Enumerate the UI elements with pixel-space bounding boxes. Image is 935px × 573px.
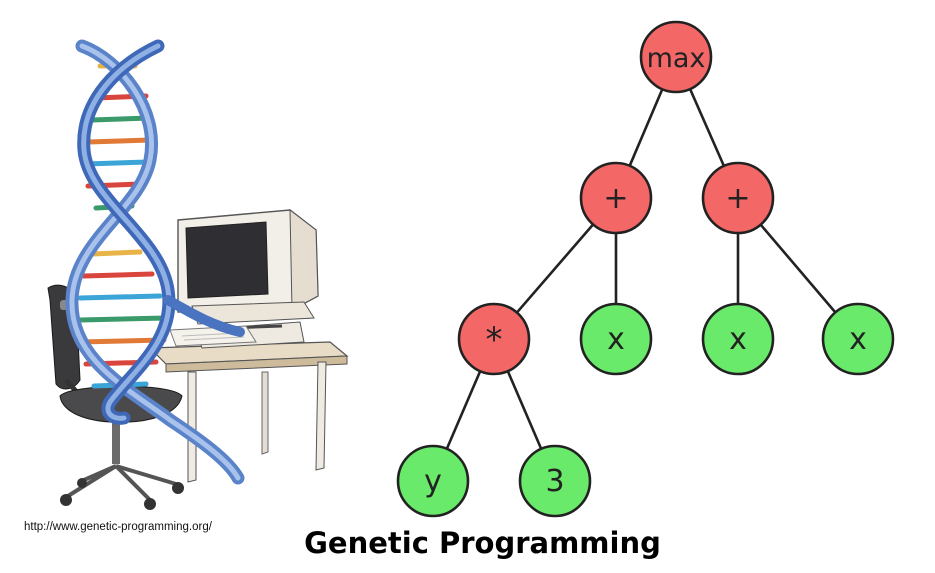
node-circle <box>457 302 531 376</box>
tree-node-x-2: x <box>701 302 775 376</box>
tree-node-times: * <box>457 302 531 376</box>
node-circle <box>701 302 775 376</box>
tree-edges <box>431 56 859 482</box>
tree-node-plus-left: + <box>579 161 653 235</box>
node-label: x <box>729 322 747 357</box>
tree-node-3: 3 <box>518 444 592 518</box>
node-label: max <box>647 43 706 74</box>
tree-node-y: y <box>396 444 470 518</box>
node-label: 3 <box>545 464 564 499</box>
node-circle <box>518 444 592 518</box>
node-label: + <box>725 181 750 216</box>
desktop-computer <box>169 208 319 349</box>
node-circle <box>821 302 895 376</box>
source-url: http://www.genetic-programming.org/ <box>24 521 212 533</box>
node-circle <box>579 302 653 376</box>
node-label: x <box>849 322 867 357</box>
tree-nodes: max + + * x x x y 3 <box>396 20 895 518</box>
tree-node-x-3: x <box>821 302 895 376</box>
desk <box>148 341 349 483</box>
tree-node-plus-right: + <box>701 161 775 235</box>
node-circle <box>701 161 775 235</box>
node-circle <box>639 20 713 94</box>
node-circle <box>579 161 653 235</box>
node-circle <box>396 444 470 518</box>
tree-node-max: max <box>639 20 713 94</box>
tree-node-x-1: x <box>579 302 653 376</box>
dna-computer-illustration <box>47 39 349 510</box>
node-label: * <box>486 320 503 360</box>
node-label: + <box>603 181 628 216</box>
figure-title: Genetic Programming <box>304 526 661 560</box>
dna-double-helix <box>65 39 245 485</box>
node-label: y <box>424 464 442 499</box>
node-label: x <box>607 322 625 357</box>
